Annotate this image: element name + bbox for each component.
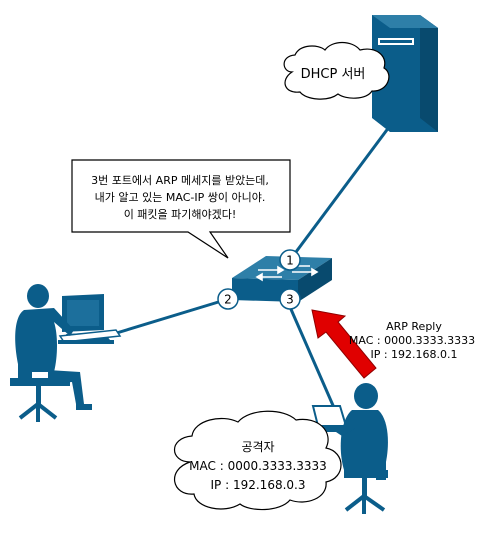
arp-reply-ip-prefix: IP [370,348,380,361]
link-switch-attacker [288,306,337,411]
attacker-label-cloud: 공격자 MAC : 0000.3333.3333 IP : 192.168.0.… [173,410,342,511]
pc-user-icon [10,284,122,422]
port-1: 1 [279,249,301,271]
arp-reply-arrow-icon [311,309,377,379]
speech-bubble: 3번 포트에서 ARP 메세지를 받았는데, 내가 알고 있는 MAC-IP 쌍… [71,159,291,259]
port-1-label: 1 [286,254,294,268]
attacker-title: 공격자 [241,440,274,454]
dhcp-server-icon [372,15,438,132]
port-2-label: 2 [224,293,232,307]
attacker-ip: IP : 192.168.0.3 [211,478,306,492]
attacker-mac: MAC : 0000.3333.3333 [189,459,327,473]
links [109,114,400,411]
arp-reply-title: ARP Reply [386,320,442,333]
arp-reply-label: ARP Reply MAC : 0000.3333.3333 IP : 192.… [349,320,475,361]
server-label-cloud: DHCP 서버 [283,41,390,100]
speech-line-2: 내가 알고 있는 MAC-IP 쌍이 아니야. [95,190,266,204]
port-2: 2 [217,288,239,310]
speech-line-1: 3번 포트에서 ARP 메세지를 받았는데, [91,174,269,187]
speech-line-3: 이 패킷을 파기해야겠다! [124,207,237,221]
port-3: 3 [279,288,301,310]
server-label: DHCP 서버 [301,67,366,82]
arp-reply-ip-value: : 192.168.0.1 [384,348,458,361]
link-switch-server [288,114,400,261]
arp-reply-mac: MAC : 0000.3333.3333 [349,334,475,347]
port-3-label: 3 [286,293,294,307]
attacker-icon [310,383,388,514]
link-switch-pc [109,298,226,337]
arp-reply-ip: IP : 192.168.0.1 [370,348,457,361]
